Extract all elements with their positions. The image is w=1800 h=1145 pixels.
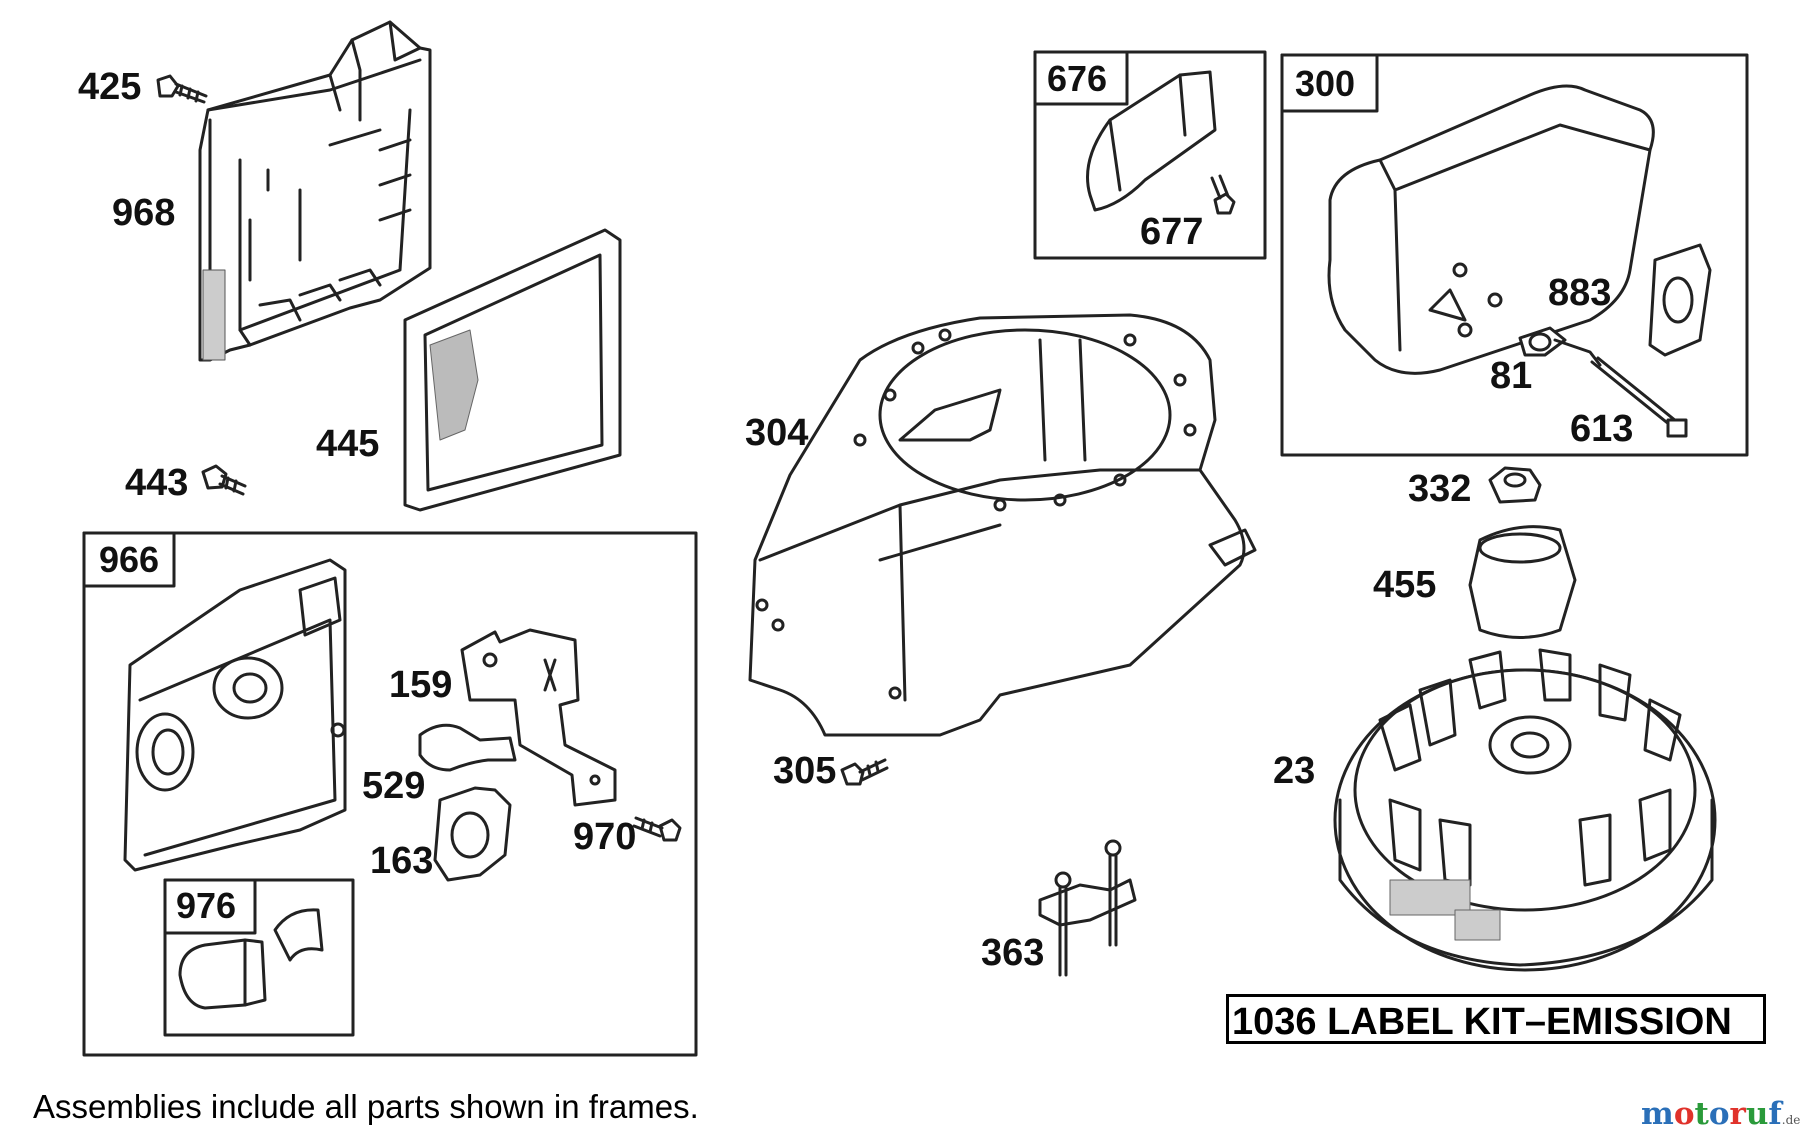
- watermark-text: motoruf: [1641, 1096, 1782, 1132]
- carburetor-base-966: [123, 558, 347, 872]
- muffler-300: [1327, 84, 1655, 375]
- part-label-159: 159: [389, 664, 453, 706]
- blower-housing-304: [748, 313, 1257, 737]
- part-label-529: 529: [362, 765, 426, 807]
- watermark-letter: u: [1745, 1096, 1769, 1132]
- watermark-suffix: .de: [1781, 1113, 1800, 1127]
- part-label-163: 163: [370, 840, 434, 882]
- part-label-305: 305: [773, 750, 837, 792]
- screw-677: [1210, 174, 1236, 215]
- bolt-443: [201, 464, 247, 496]
- part-label-455: 455: [1373, 564, 1437, 606]
- screw-970: [632, 816, 682, 842]
- footnote: Assemblies include all parts shown in fr…: [33, 1088, 699, 1125]
- frame-976: [163, 878, 355, 1037]
- label-kit-text: 1036 LABEL KIT–EMISSION: [1232, 1001, 1732, 1043]
- air-cleaner-base-968: [198, 20, 432, 362]
- part-label-445: 445: [316, 423, 380, 465]
- watermark-letter: f: [1768, 1096, 1782, 1132]
- bolt-613: [1590, 356, 1688, 438]
- part-label-81: 81: [1490, 355, 1533, 397]
- watermark-letter: r: [1729, 1096, 1746, 1132]
- part-label-304: 304: [745, 412, 809, 454]
- part-label-363: 363: [981, 932, 1045, 974]
- part-label-970: 970: [573, 816, 637, 858]
- heat-shield-676: [1086, 70, 1217, 212]
- nut-332: [1488, 466, 1542, 504]
- watermark-letter: t: [1694, 1096, 1709, 1132]
- air-filter-445: [403, 228, 622, 512]
- part-label-300: 300: [1295, 63, 1356, 104]
- frame-676: [1033, 50, 1267, 260]
- watermark-logo: motoruf.de: [1641, 1096, 1800, 1132]
- lock-plate-81: [1518, 326, 1602, 367]
- screw-425: [156, 74, 208, 104]
- watermark-letter: o: [1673, 1096, 1695, 1132]
- part-label-332: 332: [1408, 468, 1472, 510]
- watermark-letter: m: [1641, 1096, 1674, 1132]
- part-label-443: 443: [125, 462, 189, 504]
- part-label-425: 425: [78, 66, 142, 108]
- part-label-976: 976: [176, 885, 237, 926]
- part-label-883: 883: [1548, 272, 1612, 314]
- frame-300: [1280, 53, 1749, 457]
- part-label-966: 966: [99, 539, 160, 580]
- label-kit-box: 1036 LABEL KIT–EMISSION: [1226, 994, 1766, 1044]
- screw-305: [840, 758, 889, 786]
- fuel-line-529: [418, 723, 517, 772]
- part-label-23: 23: [1273, 750, 1316, 792]
- part-label-676: 676: [1047, 58, 1108, 99]
- primer-976: [178, 908, 324, 1010]
- frame-966: [82, 531, 698, 1057]
- part-label-613: 613: [1570, 408, 1634, 450]
- flywheel-23: [1333, 648, 1717, 972]
- watermark-letter: o: [1708, 1096, 1730, 1132]
- part-label-968: 968: [112, 192, 176, 234]
- part-label-677: 677: [1140, 211, 1204, 253]
- bracket-159: [460, 628, 617, 807]
- gasket-163: [433, 786, 512, 882]
- gasket-883: [1648, 243, 1712, 357]
- stud-bracket-363: [1038, 839, 1137, 977]
- starter-cup-455: [1468, 525, 1577, 639]
